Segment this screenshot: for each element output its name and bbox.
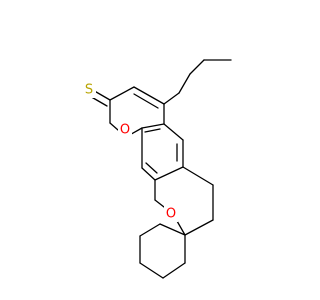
bond [139, 223, 161, 237]
oxygen-atom-label: O [166, 207, 176, 222]
bond [141, 123, 165, 129]
sulfur-atom-label: S [85, 83, 93, 98]
bond [163, 123, 184, 141]
bond [144, 128, 161, 133]
bond [154, 166, 184, 181]
bond [159, 223, 186, 236]
bond [182, 166, 214, 186]
molecule-structure-diagram: S O O [82, 59, 232, 279]
bond [184, 219, 214, 236]
bond [145, 162, 158, 174]
bond [163, 92, 180, 105]
atom-label-layer: S O O [82, 82, 178, 222]
bond-layer [87, 59, 232, 279]
bond [178, 73, 191, 94]
oxygen-atom-label: O [120, 123, 130, 138]
bond [162, 262, 186, 279]
bond [133, 93, 159, 109]
bond [189, 59, 205, 75]
bond [141, 167, 156, 181]
bond [133, 86, 165, 105]
bond [109, 86, 135, 101]
bond [139, 262, 164, 279]
